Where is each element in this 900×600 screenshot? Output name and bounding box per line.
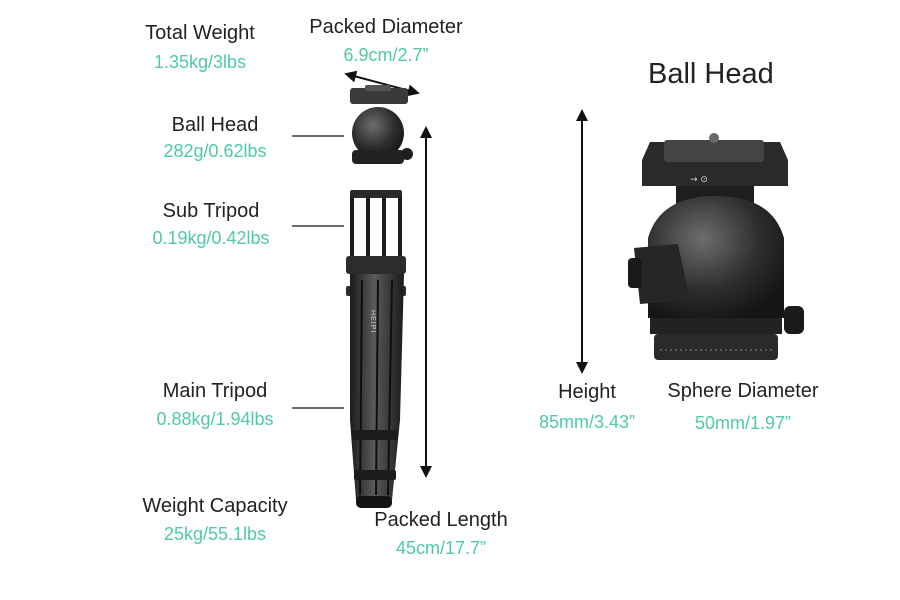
packed-length-value: 45cm/17.7”	[395, 538, 487, 558]
large-ball-head-image: → ⊙	[628, 133, 804, 360]
total-weight-value: 1.35kg/3lbs	[153, 52, 247, 72]
tripod-brand-mark: HEIPI	[369, 310, 376, 334]
sub-tripod-value: 0.19kg/0.42lbs	[152, 228, 270, 248]
packed-diameter-value: 6.9cm/2.7”	[343, 45, 429, 65]
packed-diameter-label: Packed Diameter	[309, 16, 463, 38]
ball-head-weight-value: 282g/0.62lbs	[163, 141, 267, 161]
sphere-diameter-value: 50mm/1.97”	[694, 413, 792, 433]
small-ball-head-image	[350, 85, 413, 164]
main-tripod-label: Main Tripod	[162, 380, 268, 402]
weight-capacity-value: 25kg/55.1lbs	[163, 524, 267, 544]
ball-head-height-value: 85mm/3.43”	[538, 412, 636, 432]
sub-tripod-label: Sub Tripod	[162, 200, 260, 222]
packed-length-label: Packed Length	[374, 509, 508, 531]
tripod-image	[346, 190, 406, 508]
sphere-diameter-label: Sphere Diameter	[667, 380, 819, 402]
ball-head-height-label: Height	[558, 381, 616, 403]
ball-head-weight-label: Ball Head	[171, 114, 259, 136]
weight-capacity-label: Weight Capacity	[142, 495, 288, 517]
total-weight-label: Total Weight	[145, 22, 255, 44]
main-tripod-value: 0.88kg/1.94lbs	[156, 409, 274, 429]
ball-head-title: Ball Head	[648, 58, 774, 90]
svg-text:→ ⊙: → ⊙	[690, 175, 708, 185]
